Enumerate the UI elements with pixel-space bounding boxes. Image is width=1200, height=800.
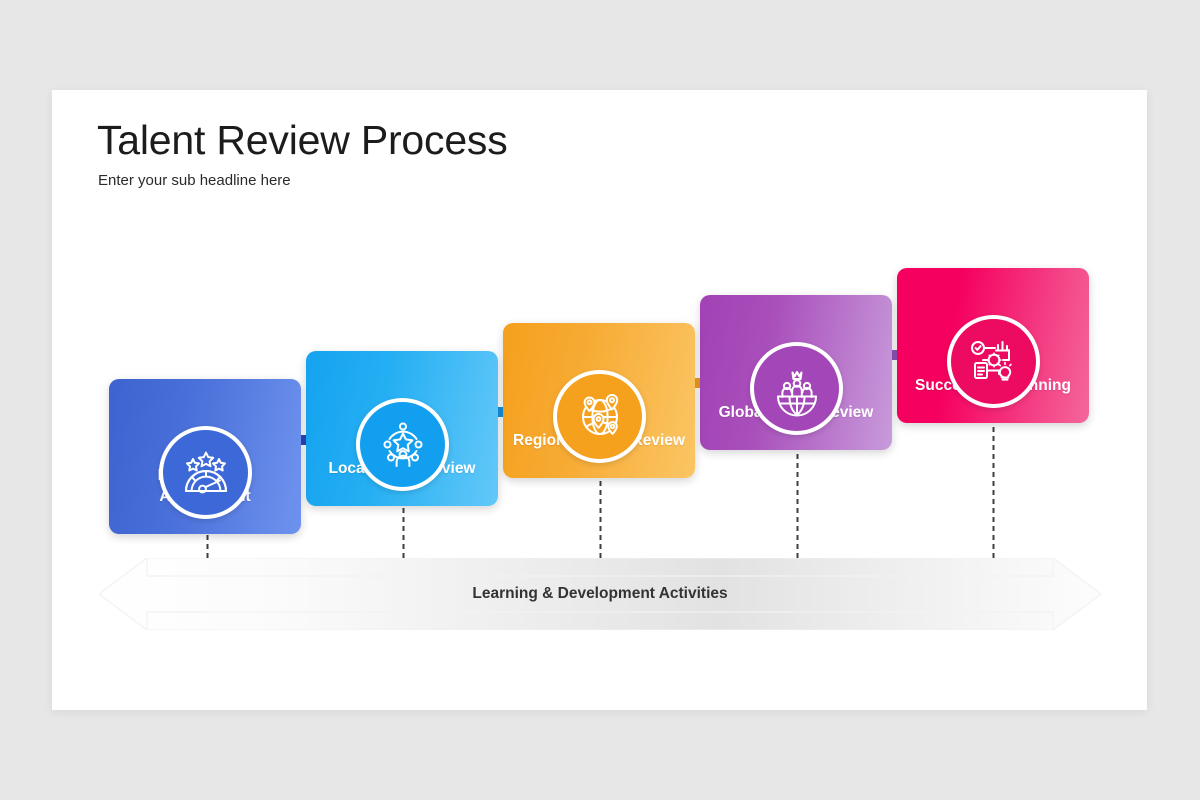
- learning-activities-bar: [99, 558, 1101, 630]
- globe-pins-icon: [572, 389, 628, 445]
- page-subtitle: Enter your sub headline here: [98, 172, 291, 189]
- talent-network-star-icon: [375, 417, 431, 473]
- strategy-plan-icon: [965, 333, 1023, 391]
- gauge-stars-icon: [178, 445, 234, 501]
- step-icon-bubble-1[interactable]: [159, 426, 252, 519]
- step-icon-bubble-2[interactable]: [356, 398, 449, 491]
- process-diagram: Succession Planning: [52, 90, 1147, 710]
- slide-canvas: Talent Review Process Enter your sub hea…: [52, 90, 1147, 710]
- people-globe-crown-icon: [769, 361, 825, 417]
- step-icon-bubble-3[interactable]: [553, 370, 646, 463]
- step-icon-bubble-5[interactable]: [947, 315, 1040, 408]
- page-title: Talent Review Process: [97, 117, 508, 163]
- step-icon-bubble-4[interactable]: [750, 342, 843, 435]
